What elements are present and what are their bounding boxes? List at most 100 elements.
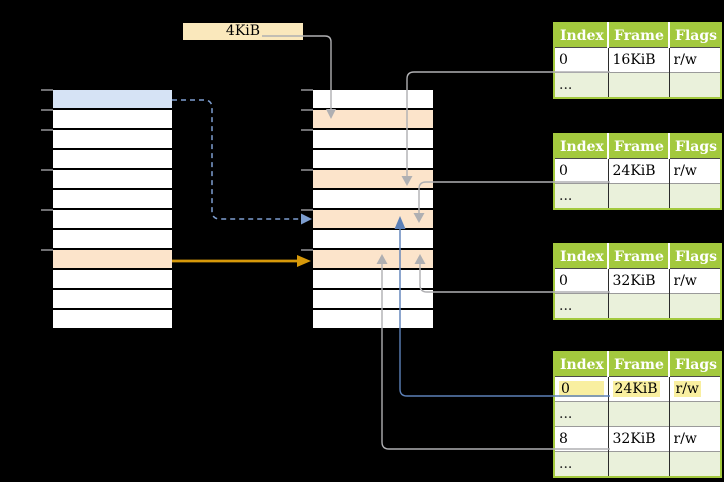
table-cell: r/w xyxy=(669,376,721,402)
memory-cell-peach xyxy=(313,250,433,268)
memory-cell-plain xyxy=(53,130,172,148)
memory-cell-plain xyxy=(313,150,433,168)
memory-cell-plain xyxy=(313,290,433,308)
table-cell: ... xyxy=(554,293,609,319)
column-header-flags: Flags xyxy=(669,134,721,159)
address-tick xyxy=(301,209,313,211)
memory-cell-plain xyxy=(313,230,433,248)
column-header-flags: Flags xyxy=(669,352,721,377)
column-header-frame: Frame xyxy=(608,244,670,269)
arrow-dashed-virtual-to-frame xyxy=(172,99,312,225)
address-tick xyxy=(41,129,53,131)
address-tick xyxy=(41,89,53,91)
column-header-index: Index xyxy=(554,244,609,269)
address-tick xyxy=(41,109,53,111)
address-tick xyxy=(301,249,313,251)
memory-cell-plain xyxy=(53,210,172,228)
table-cell: 8 xyxy=(554,426,609,452)
memory-cell-peach xyxy=(313,210,433,228)
virtual-memory-column xyxy=(53,90,172,330)
column-header-index: Index xyxy=(554,23,609,48)
memory-cell-peach xyxy=(53,250,172,268)
highlighted-value: 0 xyxy=(559,381,604,397)
memory-cell-peach xyxy=(313,110,433,128)
table-cell: 0 xyxy=(554,376,609,402)
address-tick xyxy=(41,209,53,211)
table-cell: 0 xyxy=(554,47,609,73)
memory-cell-peach xyxy=(313,170,433,188)
table-cell: ... xyxy=(554,451,609,477)
highlighted-value: r/w xyxy=(673,381,701,397)
table-row-ellipsis: ... xyxy=(554,183,721,209)
arrow-orange-virtual-to-frame xyxy=(172,255,311,267)
table-cell: ... xyxy=(554,183,609,209)
memory-cell-plain xyxy=(53,110,172,128)
table-row-ellipsis: ... xyxy=(554,72,721,98)
table-cell: r/w xyxy=(669,158,721,184)
table-cell: 24KiB xyxy=(608,158,670,184)
page-size-label: 4KiB xyxy=(183,23,303,40)
column-header-flags: Flags xyxy=(669,244,721,269)
table-cell: 32KiB xyxy=(608,268,670,294)
memory-cell-plain xyxy=(313,270,433,288)
table-cell xyxy=(608,401,670,427)
table-row-ellipsis: ... xyxy=(554,401,721,427)
column-header-index: Index xyxy=(554,134,609,159)
memory-cell-plain xyxy=(313,90,433,108)
table-cell: 32KiB xyxy=(608,426,670,452)
table-cell xyxy=(669,183,721,209)
column-header-flags: Flags xyxy=(669,23,721,48)
table-cell xyxy=(608,451,670,477)
table-cell xyxy=(608,293,670,319)
table-cell: 24KiB xyxy=(608,376,670,402)
table-cell: r/w xyxy=(669,268,721,294)
table-cell xyxy=(669,401,721,427)
address-tick xyxy=(41,169,53,171)
address-tick xyxy=(301,129,313,131)
column-header-frame: Frame xyxy=(608,134,670,159)
memory-cell-plain xyxy=(53,310,172,328)
table-cell: 16KiB xyxy=(608,47,670,73)
highlighted-value: 24KiB xyxy=(612,381,660,397)
table-cell xyxy=(608,72,670,98)
address-tick xyxy=(301,109,313,111)
memory-cell-plain xyxy=(53,290,172,308)
table-cell: 0 xyxy=(554,268,609,294)
table-row-entry: 0 24KiB r/w xyxy=(554,376,721,402)
table-cell: r/w xyxy=(669,47,721,73)
table-cell: 0 xyxy=(554,158,609,184)
address-tick xyxy=(41,249,53,251)
memory-cell-plain xyxy=(53,150,172,168)
memory-cell-plain xyxy=(53,270,172,288)
address-tick xyxy=(301,169,313,171)
table-row-ellipsis: ... xyxy=(554,293,721,319)
memory-cell-plain xyxy=(53,170,172,188)
address-tick xyxy=(301,89,313,91)
memory-cell-plain xyxy=(313,310,433,328)
table-cell xyxy=(669,293,721,319)
memory-cell-plain xyxy=(313,190,433,208)
column-header-frame: Frame xyxy=(608,23,670,48)
memory-cell-blue xyxy=(53,90,172,108)
table-cell: r/w xyxy=(669,426,721,452)
column-header-frame: Frame xyxy=(608,352,670,377)
table-row-ellipsis: ... xyxy=(554,451,721,477)
column-header-index: Index xyxy=(554,352,609,377)
table-cell: ... xyxy=(554,401,609,427)
table-cell: ... xyxy=(554,72,609,98)
memory-cell-plain xyxy=(53,230,172,248)
table-cell xyxy=(669,72,721,98)
memory-cell-plain xyxy=(53,190,172,208)
memory-cell-plain xyxy=(313,130,433,148)
